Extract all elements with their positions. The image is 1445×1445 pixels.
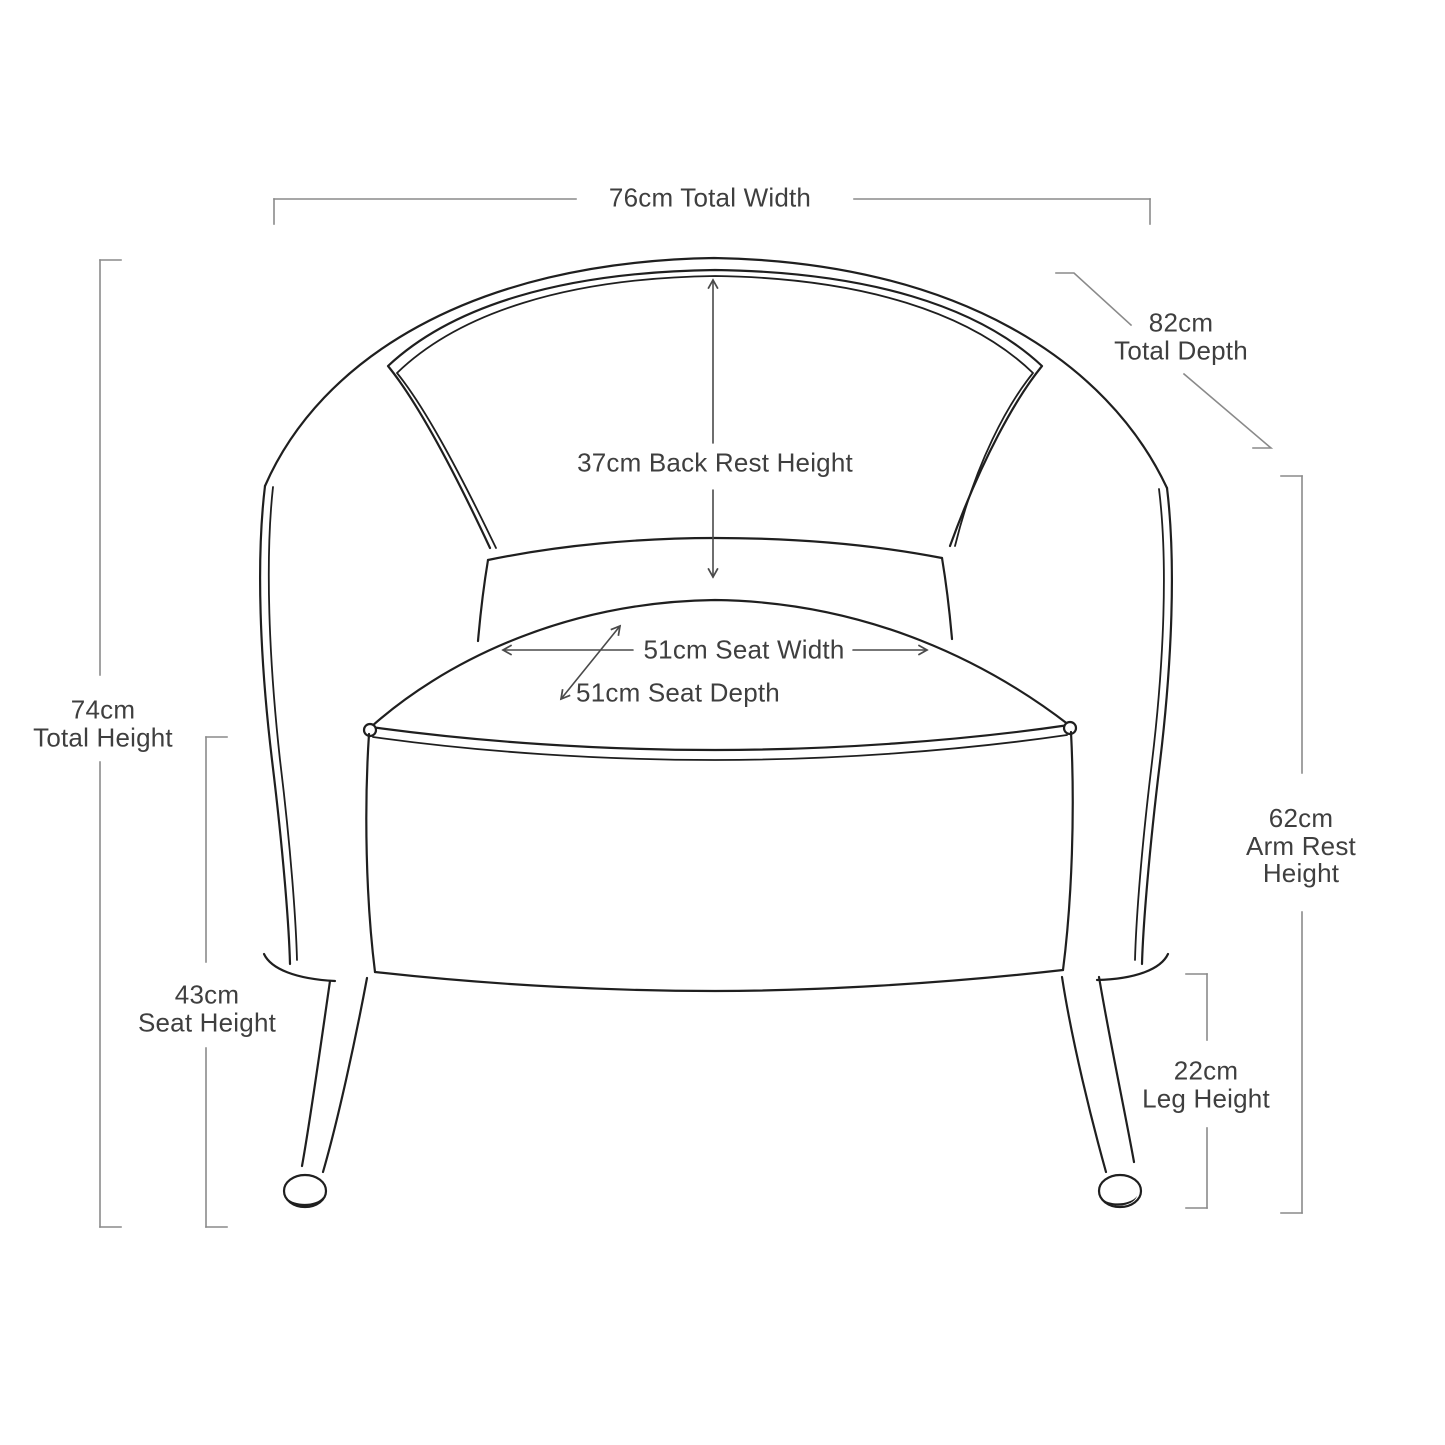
seat-depth-arrow <box>559 624 622 701</box>
right-arm-outer-piping <box>1134 488 1165 961</box>
label-line: 51cm Seat Depth <box>576 677 780 708</box>
label-seat-height: 43cm Seat Height <box>137 979 277 1037</box>
label-line: 82cm <box>1148 307 1214 338</box>
total-depth-bracket <box>1055 272 1274 449</box>
total-height-bracket <box>99 259 122 1228</box>
back-cushion-top-edge <box>486 536 944 562</box>
left-arm-outer-piping <box>267 486 298 961</box>
label-line: 62cm <box>1268 802 1334 833</box>
total-width-bracket <box>273 198 1151 225</box>
label-line: Height <box>1262 857 1340 888</box>
front-panel-bottom-edge <box>373 968 1065 993</box>
chair-back-piping-outer <box>386 268 1044 550</box>
leg-height-bracket <box>1185 973 1208 1209</box>
left-leg-foot-shadow <box>287 1197 323 1207</box>
front-panel-right-edge <box>1061 730 1074 972</box>
label-line: Leg Height <box>1142 1083 1270 1113</box>
seat-back-arc <box>369 598 1071 729</box>
label-line: 74cm <box>70 694 136 725</box>
back-cushion-right-edge <box>940 556 954 641</box>
seat-height-bracket <box>205 736 228 1228</box>
label-seat-depth: 51cm Seat Depth <box>576 679 780 707</box>
seat-front-edge <box>369 723 1071 752</box>
left-arm-outer-edge <box>259 484 292 966</box>
right-leg-ball-foot <box>1097 1173 1143 1209</box>
dimension-lines <box>99 198 1303 1228</box>
left-leg-outer-edge <box>300 979 332 1168</box>
arm-rest-height-bracket <box>1280 475 1303 1214</box>
chair-drawing <box>259 256 1173 1209</box>
dimension-arrows <box>501 278 929 701</box>
label-line: 22cm <box>1173 1055 1239 1086</box>
label-total-height: 74cm Total Height <box>33 694 173 752</box>
label-line: 43cm <box>174 979 240 1010</box>
front-right-leg <box>1060 975 1143 1209</box>
label-leg-height: 22cm Leg Height <box>1142 1055 1270 1113</box>
label-line: Arm Rest <box>1246 830 1356 861</box>
label-total-width: 76cm Total Width <box>609 184 811 212</box>
front-panel-left-edge <box>365 732 377 974</box>
label-line: 76cm Total Width <box>608 182 812 213</box>
chair-back-outer-arc <box>263 256 1169 490</box>
label-back-rest-height: 37cm Back Rest Height <box>577 449 853 477</box>
seat-corner-left-knob <box>362 722 378 738</box>
left-leg-inner-edge <box>321 976 369 1174</box>
label-arm-rest-height: 62cm Arm Rest Height <box>1246 802 1356 888</box>
back-cushion-left-edge <box>476 558 490 643</box>
label-line: Seat Height <box>137 1007 277 1037</box>
right-arm-outer-edge <box>1140 486 1173 966</box>
label-total-depth: 82cm Total Depth <box>1114 307 1248 365</box>
seat-front-piping <box>372 734 1068 761</box>
label-line: Total Height <box>33 722 173 752</box>
chair-back-piping-inner <box>396 275 1034 549</box>
right-leg-foot-shadow <box>1102 1196 1137 1206</box>
front-left-leg <box>282 976 369 1209</box>
left-leg-ball-foot <box>282 1173 328 1209</box>
label-seat-width: 51cm Seat Width <box>644 636 845 664</box>
label-line: Total Depth <box>1114 335 1248 365</box>
right-arm-bottom-edge <box>1095 952 1170 982</box>
right-leg-outer-edge <box>1097 975 1136 1164</box>
left-arm-bottom-edge <box>262 952 337 983</box>
right-leg-inner-edge <box>1060 975 1108 1174</box>
label-line: 51cm Seat Width <box>643 634 845 665</box>
label-line: 37cm Back Rest Height <box>577 447 853 478</box>
